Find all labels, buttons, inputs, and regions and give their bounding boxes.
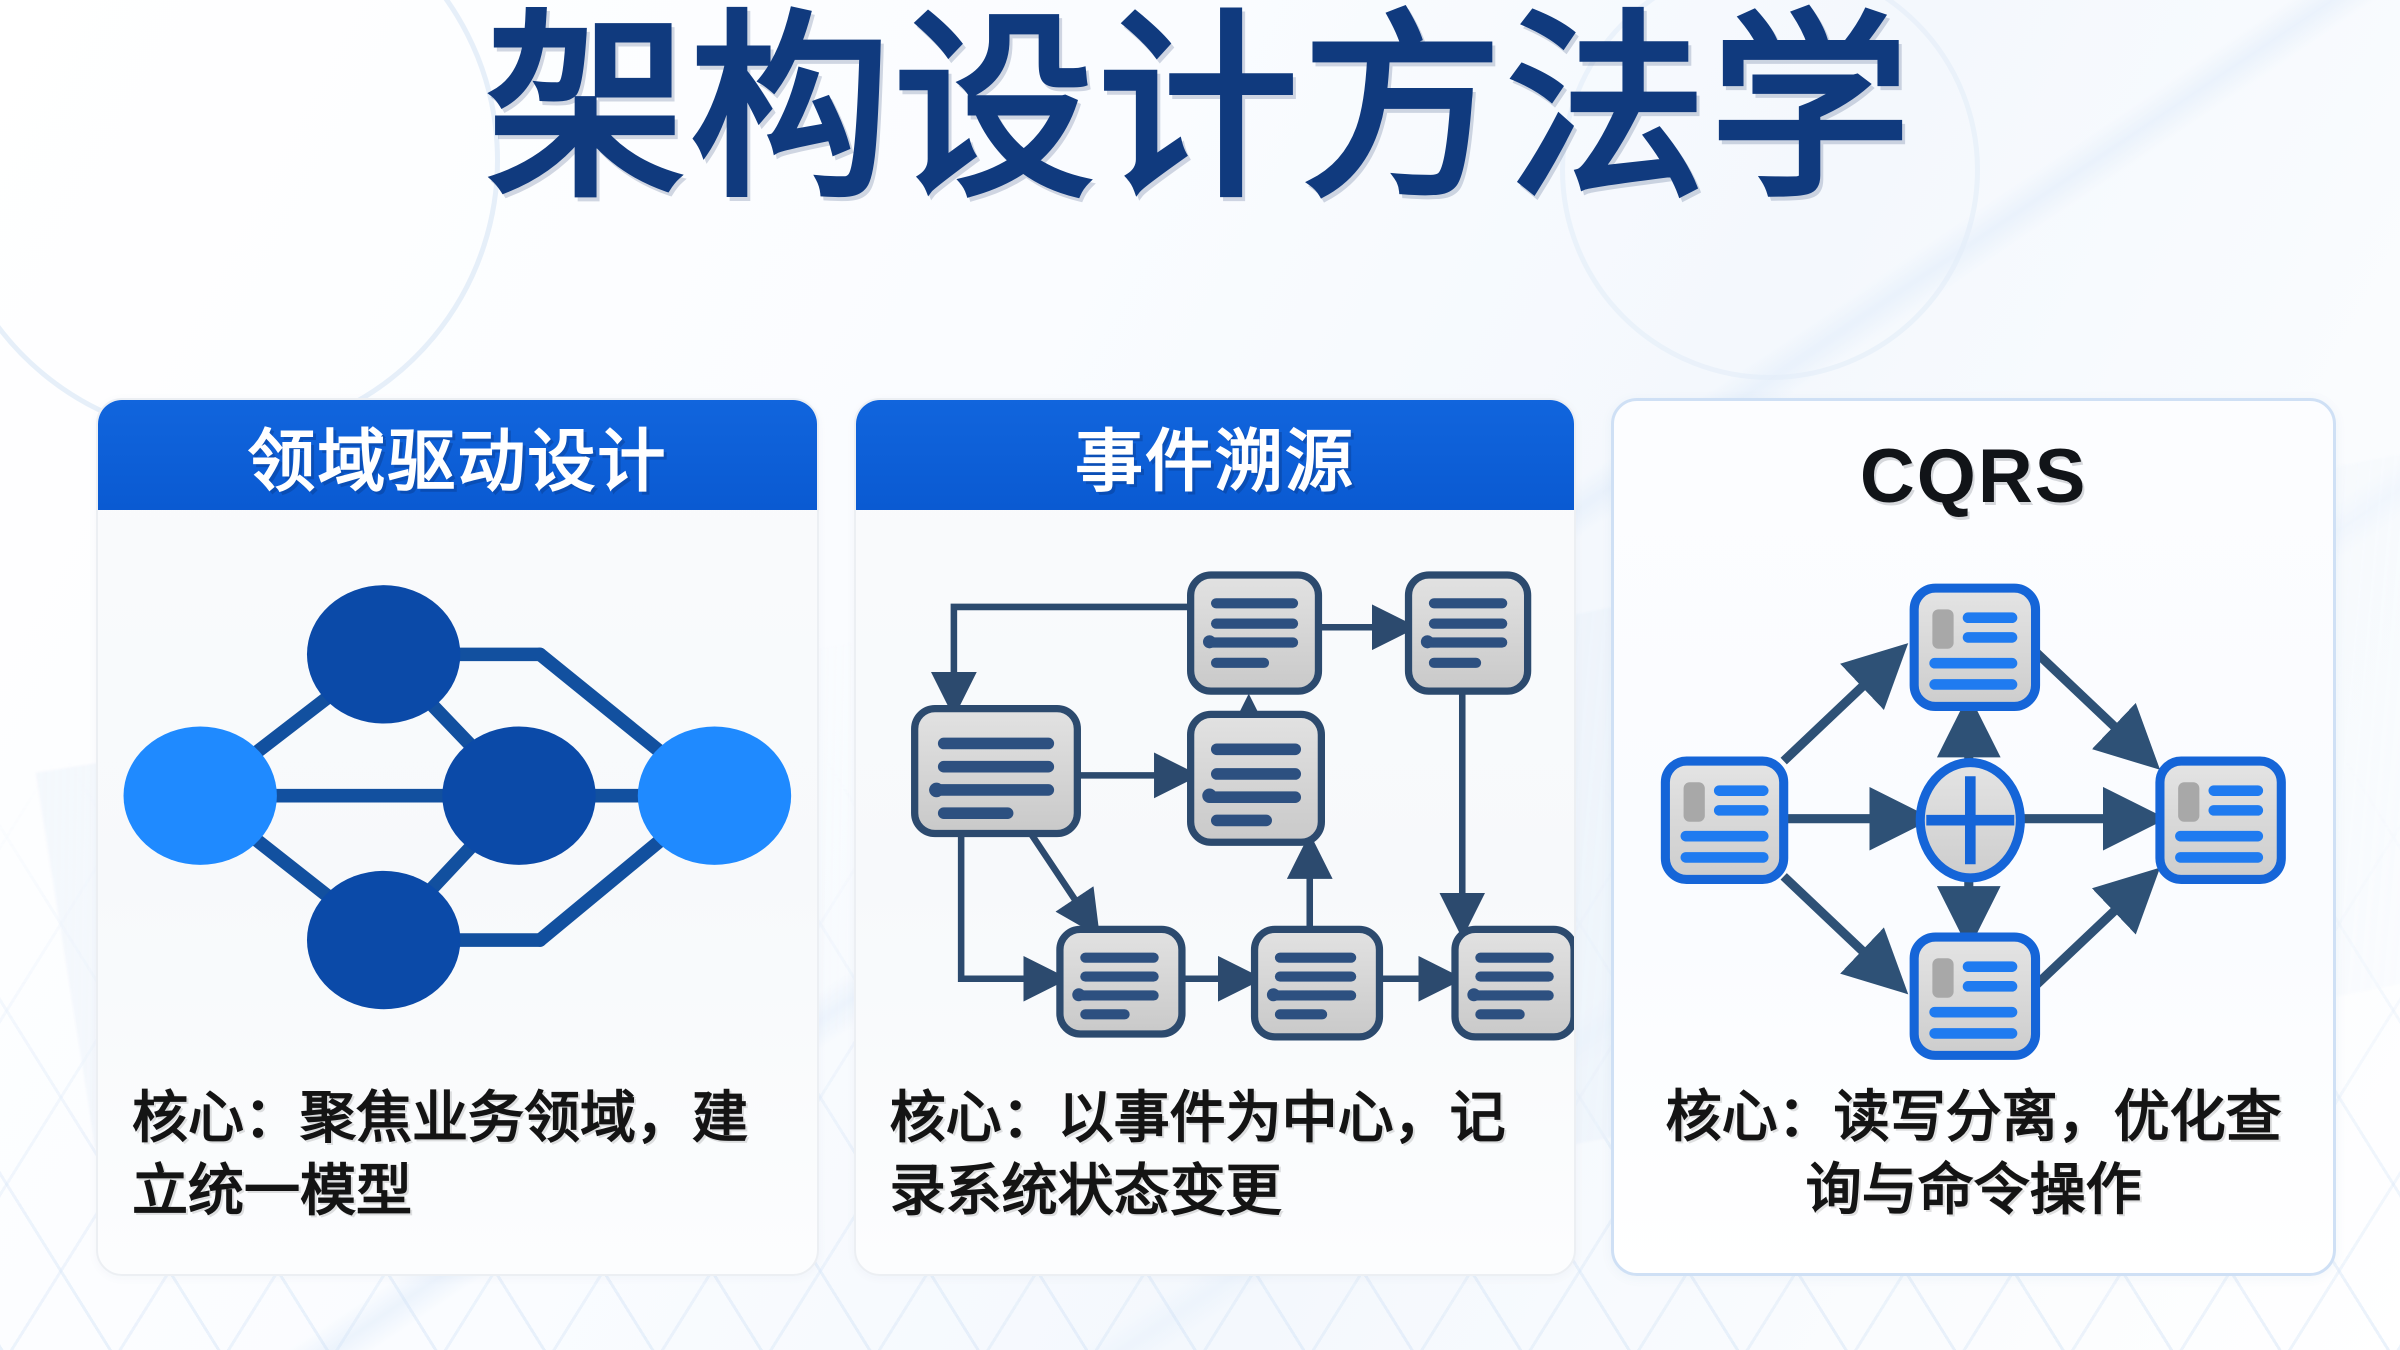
card-cqrs-figure (1614, 551, 2333, 1075)
card-event-sourcing[interactable]: 事件溯源 (853, 398, 1577, 1276)
card-event-sourcing-figure (856, 510, 1575, 1076)
document-node-bottom-center[interactable] (1250, 925, 1383, 1041)
graph-node-bottom[interactable] (306, 870, 461, 1010)
graph-node-right[interactable] (637, 726, 792, 865)
diamond-hub-edges (1780, 643, 2167, 995)
cqrs-hub-plus-node[interactable] (1916, 758, 2026, 883)
cqrs-card-north[interactable] (1909, 583, 2041, 712)
document-flow-diagram (910, 571, 1575, 1041)
document-node-left[interactable] (910, 704, 1081, 838)
cqrs-card-west[interactable] (1661, 756, 1789, 884)
document-node-top-center[interactable] (1186, 571, 1322, 695)
background-arc-right (1560, 0, 1980, 380)
document-node-center[interactable] (1186, 710, 1325, 846)
card-event-sourcing-caption: 核心：以事件为中心，记录系统状态变更 (889, 1086, 1506, 1223)
graph-node-center[interactable] (442, 726, 596, 865)
card-ddd[interactable]: 领域驱动设计 (96, 398, 819, 1276)
card-ddd-caption: 核心：聚焦业务领域，建立统一模型 (132, 1086, 748, 1223)
card-cqrs-caption: 核心：读写分离，优化查询与命令操作 (1665, 1085, 2282, 1222)
card-event-sourcing-title: 事件溯源 (1075, 423, 1356, 500)
document-node-bottom-right[interactable] (1451, 925, 1575, 1041)
cqrs-card-east[interactable] (2155, 756, 2287, 884)
node-graph-nodes (123, 585, 792, 1010)
card-event-sourcing-header: 事件溯源 (855, 400, 1575, 510)
document-flow-nodes (910, 571, 1575, 1041)
diamond-hub-nodes (1661, 583, 2287, 1060)
graph-node-top[interactable] (306, 585, 461, 724)
card-cqrs-title: CQRS (1859, 433, 2088, 519)
card-row: 领域驱动设计 (96, 398, 2337, 1276)
card-cqrs-header: CQRS (1614, 401, 2333, 551)
document-node-top-right[interactable] (1404, 571, 1531, 695)
card-ddd-title: 领域驱动设计 (247, 423, 668, 500)
card-ddd-figure (98, 510, 817, 1076)
document-node-bottom-left[interactable] (1055, 925, 1186, 1038)
diamond-hub-diagram (1661, 583, 2287, 1060)
page-title: 架构设计方法学 (485, 0, 1914, 221)
card-cqrs[interactable]: CQRS (1611, 398, 2337, 1276)
cqrs-card-south[interactable] (1909, 932, 2041, 1060)
card-ddd-header: 领域驱动设计 (98, 400, 817, 510)
node-graph-diagram (123, 585, 792, 1010)
graph-node-left[interactable] (123, 726, 277, 865)
